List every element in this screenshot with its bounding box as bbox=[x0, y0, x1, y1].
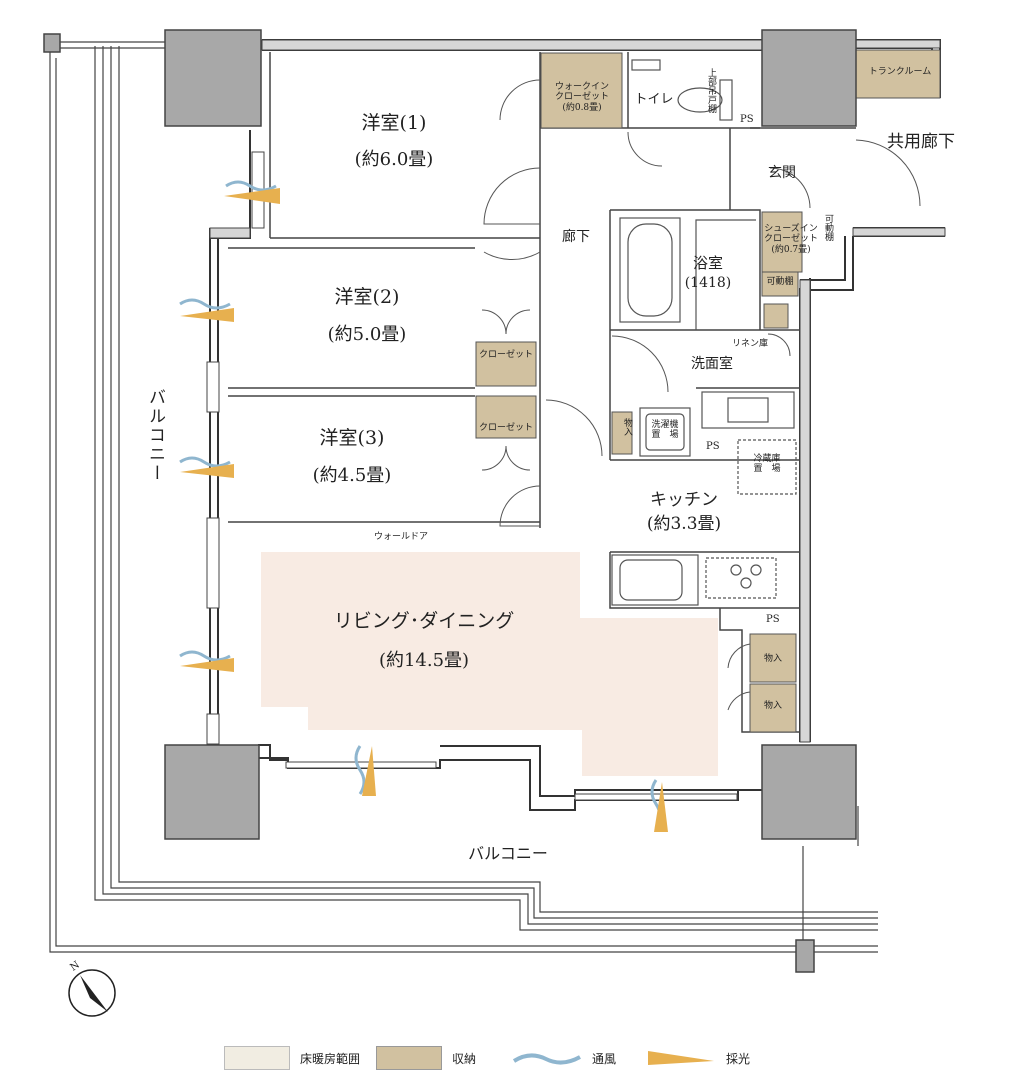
walk-in-line1: ウォークイン bbox=[554, 82, 609, 92]
walk-in-line2: クローゼット bbox=[554, 92, 609, 103]
balcony-south-label: バルコニー bbox=[468, 844, 548, 863]
ps-label-1: PS bbox=[740, 114, 754, 125]
fridge-label: 冷蔵庫 置 場 bbox=[738, 454, 796, 475]
washing-machine-label: 洗濯機 置 場 bbox=[640, 420, 690, 441]
walk-in-line3: (約0.8畳) bbox=[562, 102, 602, 113]
closet-a-label: クローゼット bbox=[478, 350, 533, 360]
washing-machine-line1: 洗濯機 bbox=[651, 420, 679, 430]
balcony-west-label: バルコニー bbox=[145, 388, 165, 483]
legend-label-light: 採光 bbox=[726, 1051, 751, 1066]
bedroom2-size: (約5.0畳) bbox=[327, 324, 407, 345]
shoes-in-line2: クローゼット bbox=[763, 234, 818, 245]
legend-swatch-storage bbox=[376, 1046, 442, 1070]
entrance-name: 玄関 bbox=[768, 165, 796, 181]
wall-door-label: ウォールドア bbox=[373, 532, 429, 542]
washroom-name: 洗面室 bbox=[691, 356, 733, 372]
monoire-label-2: 物入 bbox=[763, 654, 782, 664]
fridge-line1: 冷蔵庫 bbox=[753, 454, 781, 464]
upper-shelf-label: 上部吊戸棚 bbox=[706, 68, 716, 113]
legend-swatch-floor-heating bbox=[224, 1046, 290, 1070]
legend-light: 採光 bbox=[646, 1046, 750, 1070]
monoire-label-1: 物入 bbox=[622, 418, 632, 436]
kitchen-name: キッチン bbox=[650, 490, 718, 510]
living-name: リビング･ダイニング bbox=[333, 610, 515, 632]
legend-floor-heating: 床暖房範囲 bbox=[224, 1046, 360, 1070]
legend-label-floor-heating: 床暖房範囲 bbox=[300, 1051, 361, 1066]
washing-machine-line2: 置 場 bbox=[651, 430, 679, 441]
bath-size: (1418) bbox=[684, 275, 732, 291]
balcony-railing bbox=[49, 41, 878, 953]
bedroom3-size: (約4.5畳) bbox=[312, 465, 392, 486]
pillars bbox=[43, 29, 857, 973]
monoire-label-3: 物入 bbox=[763, 701, 782, 711]
wind-icon bbox=[179, 180, 662, 829]
legend-label-wind: 通風 bbox=[592, 1051, 617, 1066]
legend-wind-icon bbox=[512, 1053, 581, 1065]
bedroom1-name: 洋室(1) bbox=[361, 112, 427, 134]
shoes-in-closet-label: シューズイン クローゼット (約0.7畳) bbox=[760, 224, 822, 255]
bedroom3-name: 洋室(3) bbox=[319, 427, 385, 449]
linen-label: リネン庫 bbox=[731, 339, 768, 349]
living-size: (約14.5畳) bbox=[378, 650, 470, 671]
legend-wind: 通風 bbox=[512, 1046, 616, 1070]
shoes-in-line3: (約0.7畳) bbox=[771, 244, 811, 255]
toilet-name: トイレ bbox=[634, 92, 674, 107]
bedroom1-size: (約6.0畳) bbox=[354, 149, 434, 170]
light-icon bbox=[180, 188, 668, 832]
walk-in-closet-label: ウォークイン クローゼット (約0.8畳) bbox=[540, 82, 624, 113]
movable-shelf-horizontal: 可動棚 bbox=[766, 277, 794, 287]
legend-storage: 収納 bbox=[376, 1046, 476, 1070]
closet-b-label: クローゼット bbox=[478, 423, 533, 433]
hatched-walls bbox=[209, 39, 946, 743]
movable-shelf-vertical: 可動棚 bbox=[823, 214, 833, 241]
kitchen-size: (約3.3畳) bbox=[646, 514, 722, 534]
interior-walls bbox=[228, 52, 856, 733]
common-corridor-name: 共用廊下 bbox=[887, 132, 955, 152]
storage-areas bbox=[475, 49, 941, 733]
legend-light-icon bbox=[648, 1051, 714, 1065]
door-swings bbox=[481, 79, 921, 711]
floor-heating-area bbox=[261, 552, 718, 776]
shoes-in-line1: シューズイン bbox=[764, 224, 818, 234]
north-arrow-icon bbox=[68, 969, 116, 1017]
bath-name: 浴室 bbox=[692, 254, 724, 272]
hallway-name: 廊下 bbox=[562, 229, 590, 245]
fridge-line2: 置 場 bbox=[753, 464, 781, 475]
fixtures bbox=[611, 59, 797, 606]
ps-label-3: PS bbox=[766, 614, 780, 625]
ps-label-2: PS bbox=[706, 441, 720, 452]
bedroom2-name: 洋室(2) bbox=[334, 286, 400, 308]
legend-label-storage: 収納 bbox=[452, 1051, 477, 1066]
trunk-room-label: トランクルーム bbox=[868, 67, 932, 77]
